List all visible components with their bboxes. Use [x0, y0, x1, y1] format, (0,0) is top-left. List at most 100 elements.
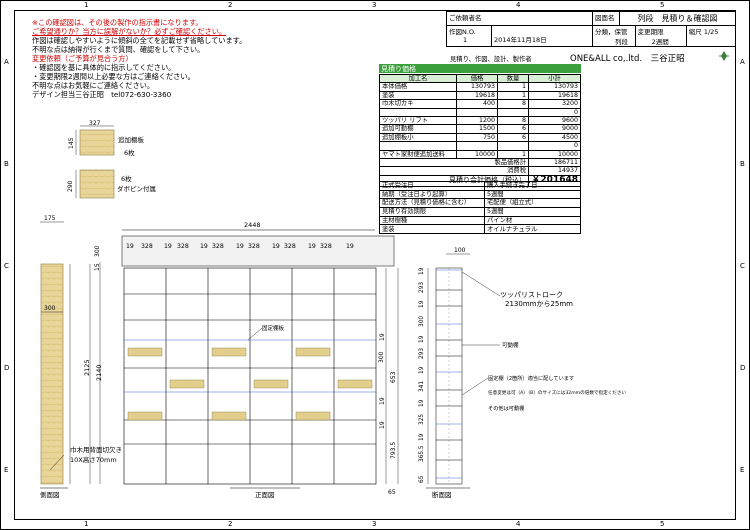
- table-row: 塗装オイルナチュラル: [379, 224, 581, 235]
- side-board-part: [79, 169, 115, 199]
- top-dim: 328: [177, 243, 189, 250]
- col-label: 4: [516, 520, 521, 528]
- drawing-no-label: 作図N.O.: [449, 28, 476, 36]
- right-dim: 19: [379, 421, 386, 429]
- col-label: 5: [660, 520, 665, 528]
- order-info-table: 正式受注日購入手続き完了日 納期（受注日より起算）5週間 配送方法（見積り価格に…: [379, 181, 581, 235]
- side-view-label: 側面図: [40, 491, 60, 499]
- section-dim: 293: [419, 282, 425, 293]
- shelf-label: 追加棚板: [118, 135, 145, 144]
- section-dim: 19: [419, 300, 425, 308]
- section-dim: 341: [419, 381, 425, 392]
- left-dim: 2125: [83, 359, 91, 376]
- extra-shelf-board: [79, 129, 115, 156]
- col-label: 2: [228, 520, 233, 528]
- section-dim: 300: [419, 316, 425, 327]
- tension-note: ツッパリストローク: [500, 291, 563, 299]
- section-dim: 65: [419, 475, 425, 483]
- top-dims: 19 328 19 328 19 328 19 328 19 328 19 32…: [126, 243, 354, 250]
- side-panel: [40, 263, 64, 485]
- shelf-height-dim: 145: [68, 137, 75, 149]
- movable-shelf-note: 可動棚: [502, 341, 519, 349]
- category-cell: 分類，保管列段: [591, 25, 636, 47]
- top-dim: 328: [212, 243, 224, 250]
- scale-cell: 縮尺 1/25: [685, 25, 737, 47]
- note-line: ・変更期限2週間以上必要な方はご連絡ください。: [32, 72, 195, 81]
- front-view-label: 正面図: [255, 491, 275, 499]
- top-margin-dim: 175: [44, 215, 56, 222]
- inner-frame: [14, 10, 736, 520]
- right-dim: 19: [379, 333, 386, 341]
- section-depth-dim: 100: [454, 247, 466, 254]
- fixed-shelf-note: 固定棚（2箇所）適当に配しています: [488, 374, 574, 382]
- section-dim: 293: [419, 348, 425, 359]
- tension-note-2: 2130mmから25mm: [505, 300, 573, 308]
- row-label: E: [4, 466, 9, 474]
- row-label: D: [740, 364, 746, 372]
- col-label: 1: [84, 520, 89, 528]
- section-view-label: 断面図: [432, 490, 452, 499]
- drawing-date: 2014年11月18日: [494, 36, 547, 44]
- top-dim: 19: [126, 243, 134, 250]
- top-dim: 19: [164, 243, 172, 250]
- top-dim: 19: [346, 243, 354, 250]
- info-value: オイルナチュラル: [484, 224, 581, 235]
- col-label: 5: [660, 1, 665, 9]
- extra-shelf-board: [253, 379, 289, 389]
- date-cell: 2014年11月18日: [491, 25, 593, 47]
- row-label: A: [740, 58, 745, 66]
- top-dim: 328: [248, 243, 260, 250]
- note-line: ・確認図を基に具体的に指示してください。: [32, 63, 176, 72]
- note-line: ※この確認図は、その後の製作の指示書になります。: [32, 18, 203, 27]
- extra-shelf-board: [211, 347, 247, 357]
- section-dim: 19: [419, 433, 425, 441]
- right-dim: 19: [379, 397, 386, 405]
- col-label: 2: [228, 1, 233, 9]
- top-dim: 19: [200, 243, 208, 250]
- left-dim: 300: [94, 245, 101, 257]
- board-height-dim: 290: [67, 180, 74, 192]
- total-width-dim: 2448: [244, 221, 261, 229]
- company-row-label: 見積り、作図、設計、製作者: [450, 56, 532, 63]
- row-label: E: [740, 466, 745, 474]
- callout-fixed-shelf: 固定棚板: [262, 324, 285, 332]
- top-dim: 19: [272, 243, 280, 250]
- note-line: 不明な点は納得が行くまで質問、確認をして下さい。: [32, 45, 205, 54]
- drawing-name: 列段 見積り＆確認図: [637, 14, 718, 23]
- row-label: B: [740, 160, 745, 168]
- company-logo-icon: [718, 50, 730, 64]
- fixed-shelf-note-3: その他は可動棚: [488, 404, 524, 412]
- col-label: 1: [84, 1, 89, 9]
- company-name: ONE&ALL co,.ltd. 三谷正昭: [570, 54, 685, 64]
- drawing-name-label: 図面名: [594, 14, 615, 22]
- row-label: C: [740, 262, 745, 270]
- extra-shelf-board: [211, 411, 247, 421]
- extra-shelf-board: [169, 379, 205, 389]
- note-line: デザイン担当三谷正昭 tel072-630-3360: [32, 90, 172, 99]
- extra-shelf-board: [127, 411, 163, 421]
- skirting-note: 巾木用背面切欠き: [70, 445, 122, 454]
- row-label: A: [4, 58, 9, 66]
- col-label: 4: [516, 1, 521, 9]
- drawing-no-cell: 作図N.O.1: [446, 25, 492, 47]
- note-line: 作図は確認しやすいように傾斜の全てを記載せず省略しています。: [32, 36, 247, 45]
- skirting-note-2: 10X高さ70mm: [70, 455, 117, 464]
- top-dim: 19: [236, 243, 244, 250]
- estimate-title: 見積り価格: [379, 64, 581, 73]
- extra-shelf-board: [337, 379, 373, 389]
- right-dim: 653: [390, 371, 397, 383]
- drawer-boxes: [127, 347, 373, 421]
- fixed-shelf-note-2: 任意変更は可（A）（B）のサイズには32mmの倍数で指定ください: [488, 389, 626, 396]
- change-label: 変更期限: [637, 28, 664, 36]
- section-dim: 365.5: [419, 445, 425, 462]
- change: 2週間: [651, 38, 669, 46]
- row-label: D: [4, 364, 10, 372]
- top-dim: 328: [141, 243, 153, 250]
- shelf-width-dim: 327: [89, 120, 101, 127]
- extra-shelf-board: [295, 411, 331, 421]
- extra-shelf-board: [127, 347, 163, 357]
- category-label: 分類，保管: [594, 28, 628, 36]
